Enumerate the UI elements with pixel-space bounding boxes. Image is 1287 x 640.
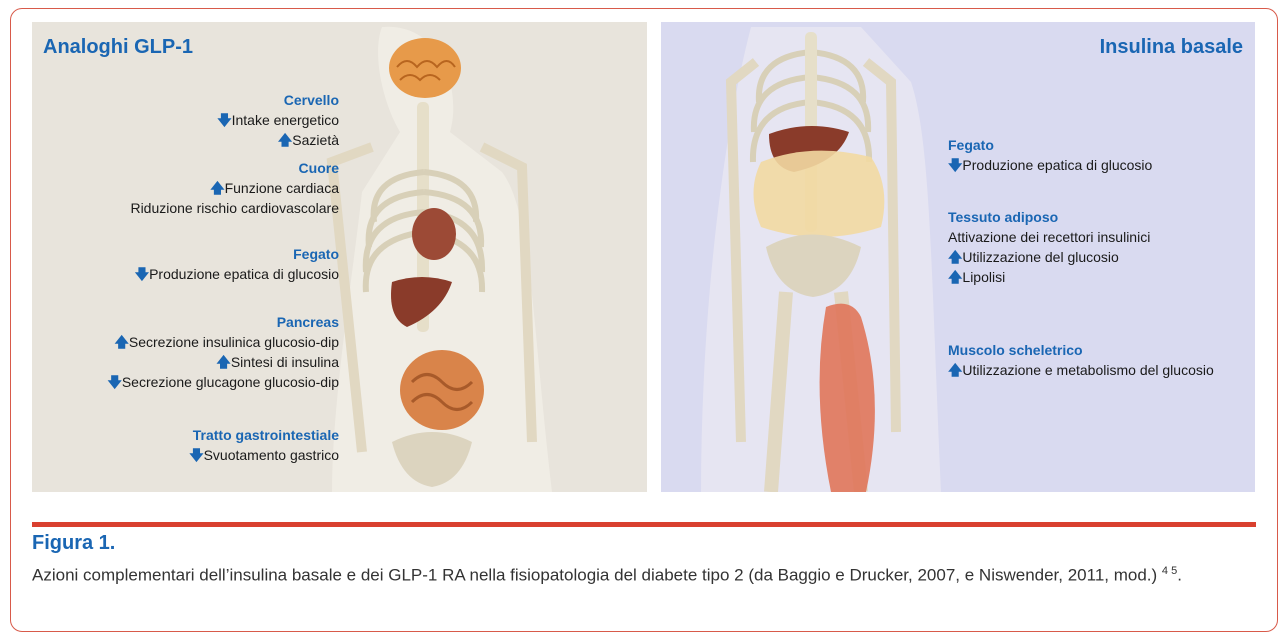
- section-title: Cuore: [130, 158, 339, 178]
- effect-line: 🡅Utilizzazione del glucosio: [948, 247, 1150, 267]
- figure-label: Figura 1.: [32, 532, 115, 555]
- arrow-up-icon: 🡅: [948, 362, 962, 378]
- section-pancreas: Pancreas 🡅Secrezione insulinica glucosio…: [107, 312, 339, 392]
- section-title: Cervello: [217, 90, 339, 110]
- effect-line: Attivazione dei recettori insulinici: [948, 227, 1150, 247]
- arrow-up-icon: 🡅: [278, 132, 292, 148]
- effect-line: 🡇Produzione epatica di glucosio: [948, 155, 1152, 175]
- caption-divider: [32, 522, 1256, 527]
- glp1-panel: Analoghi GLP-1 Cervello 🡇Intake energeti…: [32, 22, 647, 492]
- arrow-down-icon: 🡇: [189, 447, 203, 463]
- section-cervello: Cervello 🡇Intake energetico 🡅Sazietà: [217, 90, 339, 150]
- section-cuore: Cuore 🡅Funzione cardiaca Riduzione risch…: [130, 158, 339, 218]
- section-tratto-gastrointestiale: Tratto gastrointestiale 🡇Svuotamento gas…: [189, 425, 339, 465]
- arrow-up-icon: 🡅: [948, 249, 962, 265]
- arrow-up-icon: 🡅: [114, 334, 128, 350]
- effect-line: Riduzione rischio cardiovascolare: [130, 198, 339, 218]
- section-title: Tratto gastrointestiale: [189, 425, 339, 445]
- section-title: Tessuto adiposo: [948, 207, 1150, 227]
- effect-line: 🡇Produzione epatica di glucosio: [135, 264, 339, 284]
- arrow-down-icon: 🡇: [107, 374, 121, 390]
- arrow-down-icon: 🡇: [948, 157, 962, 173]
- arrow-up-icon: 🡅: [216, 354, 230, 370]
- arrow-up-icon: 🡅: [948, 269, 962, 285]
- effect-line: 🡅Sintesi di insulina: [107, 352, 339, 372]
- reference-numbers: 4 5: [1162, 565, 1177, 577]
- arrow-down-icon: 🡇: [217, 112, 231, 128]
- section-title: Pancreas: [107, 312, 339, 332]
- section-tessuto-adiposo: Tessuto adiposo Attivazione dei recettor…: [948, 207, 1150, 287]
- effect-line: 🡅Sazietà: [217, 130, 339, 150]
- section-fegato: Fegato 🡇Produzione epatica di glucosio: [135, 244, 339, 284]
- section-title: Fegato: [135, 244, 339, 264]
- panel-title: Insulina basale: [1100, 36, 1243, 59]
- arrow-down-icon: 🡇: [135, 266, 149, 282]
- effect-line: 🡇Intake energetico: [217, 110, 339, 130]
- section-title: Fegato: [948, 135, 1152, 155]
- effect-line: 🡅Utilizzazione e metabolismo del glucosi…: [948, 360, 1214, 380]
- arrow-up-icon: 🡅: [210, 180, 224, 196]
- panel-title: Analoghi GLP-1: [43, 36, 193, 59]
- effect-line: 🡅Funzione cardiaca: [130, 178, 339, 198]
- section-muscolo-scheletrico: Muscolo scheletrico 🡅Utilizzazione e met…: [948, 340, 1214, 380]
- insulin-panel: Insulina basale Fegato 🡇Produzione epati…: [661, 22, 1255, 492]
- effect-line: 🡅Lipolisi: [948, 267, 1150, 287]
- section-title: Muscolo scheletrico: [948, 340, 1214, 360]
- effect-line: 🡇Secrezione glucagone glucosio-dip: [107, 372, 339, 392]
- effect-line: 🡇Svuotamento gastrico: [189, 445, 339, 465]
- effect-line: 🡅Secrezione insulinica glucosio-dip: [107, 332, 339, 352]
- figure-caption: Azioni complementari dell’insulina basal…: [32, 559, 1256, 588]
- section-fegato: Fegato 🡇Produzione epatica di glucosio: [948, 135, 1152, 175]
- glp1-body-illustration: [32, 22, 647, 492]
